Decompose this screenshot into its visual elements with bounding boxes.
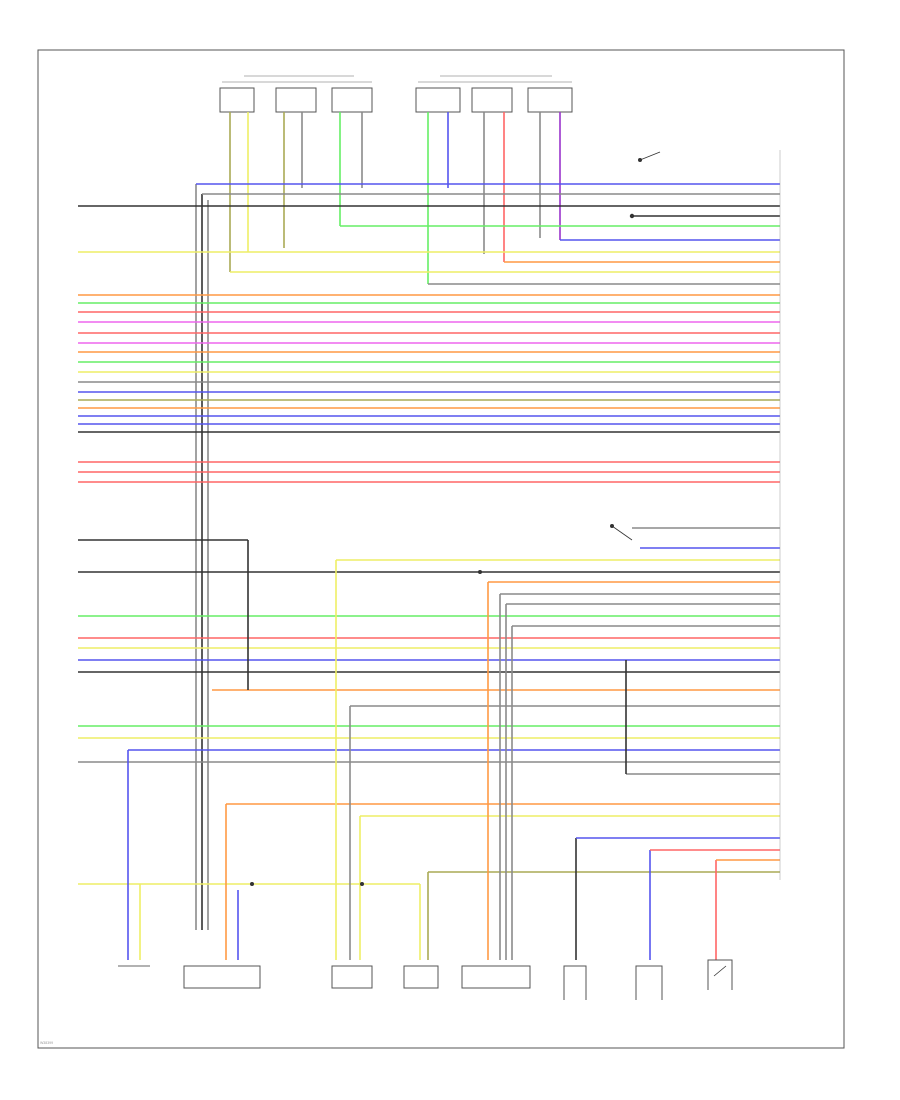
right-switch-symbols xyxy=(250,151,661,886)
top-right-connector-block xyxy=(415,75,573,113)
top-vertical-wires xyxy=(229,112,561,284)
bottom-components xyxy=(118,959,733,1000)
footer-code: W38399 xyxy=(40,1041,53,1045)
lower-vertical-wires xyxy=(127,540,780,960)
top-left-connector-block xyxy=(219,75,373,113)
horizontal-wire-bus xyxy=(78,183,780,885)
left-trunk-wires xyxy=(195,184,209,930)
diagram-frame xyxy=(37,49,845,1049)
